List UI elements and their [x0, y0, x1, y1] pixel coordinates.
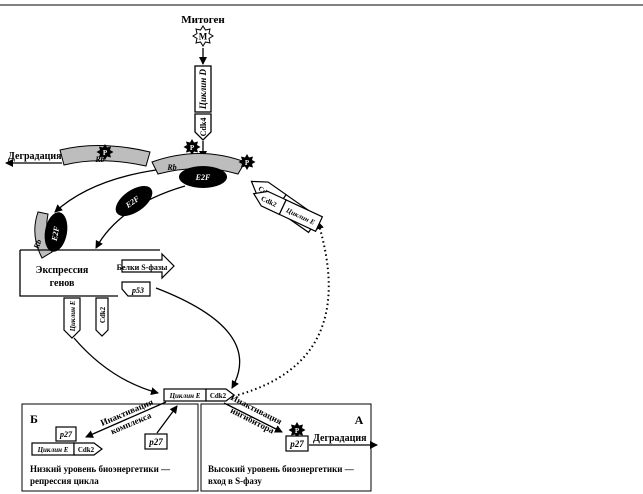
degradation-left-label: Деградация: [8, 151, 62, 162]
rb-label-center: Rb: [166, 163, 176, 172]
svg-text:Cdk2: Cdk2: [78, 446, 95, 454]
panel-a-p27: [285, 435, 309, 452]
phospho-icon-p27: P: [288, 422, 306, 438]
e2f-left: [44, 212, 68, 252]
cyclin-d-box: [194, 65, 212, 113]
e2f-free: [115, 185, 153, 217]
panel-b-p27-arrow: [156, 405, 178, 434]
panel-a-caption-line1: Высокий уровень биоэнергетики —: [208, 464, 355, 474]
panel-a-inactivation-arrow: [223, 402, 283, 433]
panel-b-letter: Б: [30, 412, 38, 426]
cyclin-d-label: Циклин D: [198, 68, 208, 110]
panel-a-caption-line2: вход в S-фазу: [208, 476, 262, 486]
panel-b-box: [21, 403, 199, 492]
e2f-label-center: E2F: [195, 173, 211, 182]
panel-b-complex: p27 Циклин E Cdk2: [31, 426, 103, 456]
cyclin-e-cdk2-vertical: Циклин E Cdk2: [63, 297, 109, 339]
svg-text:P: P: [295, 427, 300, 435]
svg-text:p27: p27: [289, 439, 304, 449]
phospho-icon-rb-center: P: [238, 154, 256, 170]
dotted-feedback-arrow: [237, 221, 330, 396]
mitogen-star-icon: M: [192, 25, 214, 47]
mitogen-label: Митоген: [181, 14, 225, 26]
expression-box: [19, 249, 160, 297]
cdk2-cyclin-e-top-right: Cdk2 Циклин E: [252, 190, 324, 233]
panel-b-p27: [144, 433, 168, 450]
svg-text:Циклин E: Циклин E: [37, 446, 69, 454]
expression-line2: генов: [50, 278, 75, 289]
panel-b-inactivation-arrow: [85, 401, 167, 438]
cdk4-arrow-shape: [194, 113, 212, 141]
arrow-center-to-rb-e2f: [54, 169, 157, 213]
s-phase-proteins-label: Белки S-фазы: [117, 263, 168, 272]
rb-label-top: Rb: [94, 155, 104, 164]
cyclin-d-cdk4-complex: Циклин D Cdk4: [194, 65, 212, 141]
svg-text:Циклин E: Циклин E: [169, 392, 201, 400]
svg-text:P: P: [245, 159, 250, 167]
arrow-p53-to-complex: [155, 287, 241, 389]
cdk2-box-center: [205, 388, 235, 402]
rb-center: [151, 153, 246, 175]
degradation-right-label: Деградация: [313, 433, 367, 444]
phospho-icon-rb-top: P: [96, 144, 114, 160]
panel-a-letter: А: [355, 413, 364, 427]
svg-text:P: P: [190, 144, 195, 152]
arrow-expression-to-complex: [73, 337, 159, 396]
svg-text:Rb: Rb: [31, 238, 43, 251]
mitogen-symbol: M: [199, 32, 208, 42]
p53-label: p53: [131, 286, 144, 295]
svg-text:E2F: E2F: [50, 225, 62, 243]
phospho-icon-cdk4: P: [183, 139, 201, 155]
svg-text:P: P: [103, 149, 108, 157]
svg-text:Циклин E: Циклин E: [69, 300, 77, 332]
panel-b-caption-line2: репрессия цикла: [30, 476, 99, 486]
p53-box: [121, 281, 151, 297]
e2f-center: [179, 166, 227, 188]
svg-text:p27: p27: [59, 430, 73, 439]
cdk4-label: Cdk4: [199, 118, 208, 137]
svg-text:Cdk2: Cdk2: [99, 306, 107, 323]
expression-line1: Экспрессия: [36, 265, 89, 276]
s-phase-proteins-arrow: [121, 252, 175, 280]
svg-text:p27: p27: [148, 437, 163, 447]
panel-b-caption-line1: Низкий уровень биоэнергетики —: [30, 464, 171, 474]
svg-text:Cdk2: Cdk2: [210, 392, 227, 400]
